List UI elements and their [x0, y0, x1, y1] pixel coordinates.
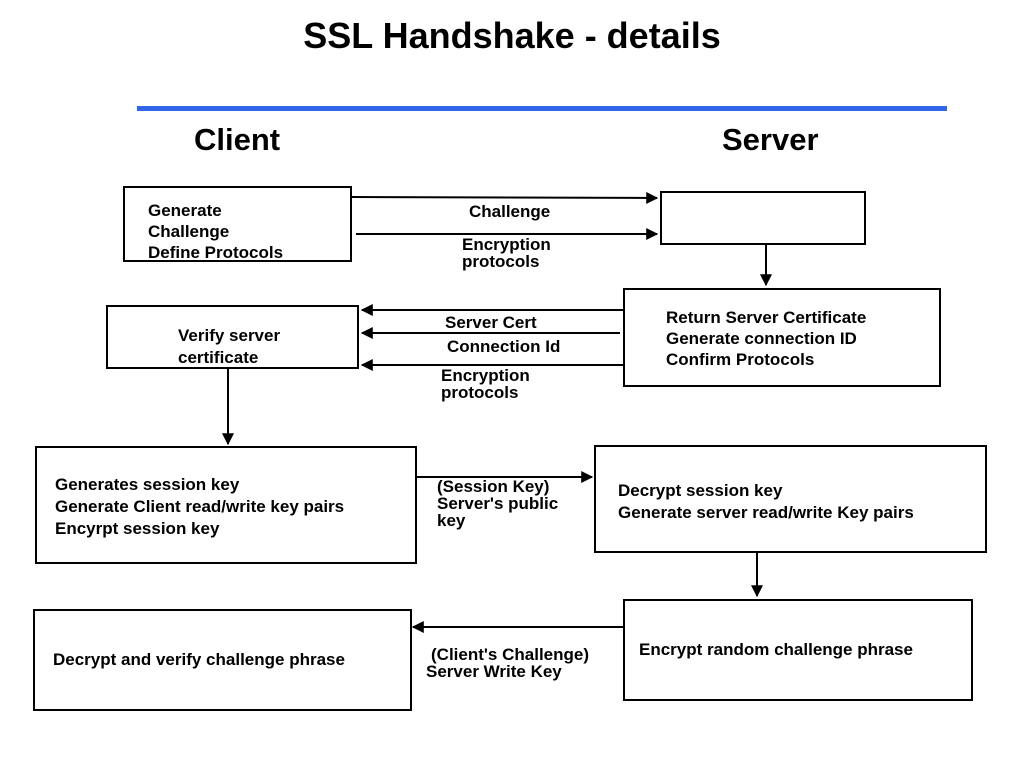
- server-receive-box: [660, 191, 866, 245]
- servers-public-label: Server's public: [437, 494, 559, 513]
- client-verify-box: Verify server certificate: [106, 305, 359, 369]
- box-text-line: Generate Client read/write key pairs: [55, 497, 345, 516]
- server-decrypt-box: Decrypt session key Generate server read…: [594, 445, 987, 553]
- box-text-line: Generates session key: [55, 475, 240, 494]
- client-session-box: Generates session key Generate Client re…: [35, 446, 417, 564]
- server-column-heading: Server: [722, 122, 819, 157]
- encryption-label: Encryption: [462, 235, 551, 254]
- server-return-box: Return Server Certificate Generate conne…: [623, 288, 941, 387]
- server-write-key-label: Server Write Key: [426, 662, 562, 681]
- server-encrypt-box: Encrypt random challenge phrase: [623, 599, 973, 701]
- box-text-line: Decrypt and verify challenge phrase: [53, 650, 345, 669]
- box-text-line: Decrypt session key: [618, 481, 783, 500]
- connection-id-label: Connection Id: [447, 337, 561, 356]
- challenge-label: Challenge: [469, 202, 551, 221]
- session-key-label: (Session Key): [437, 477, 550, 496]
- title-divider: [137, 106, 947, 111]
- box-text-line: Encyrpt session key: [55, 519, 220, 538]
- box-text-line: Generate server read/write Key pairs: [618, 503, 914, 522]
- challenge-arrow: [351, 191, 659, 204]
- protocols-label: protocols: [462, 252, 540, 271]
- box-text-line: Confirm Protocols: [666, 350, 815, 369]
- server-cert-label: Server Cert: [445, 313, 537, 332]
- client-generate-box: Generate Challenge Define Protocols: [123, 186, 352, 262]
- box-text-line: Generate: [148, 201, 222, 220]
- client-decrypt-box: Decrypt and verify challenge phrase: [33, 609, 412, 711]
- box-text-line: Verify server: [178, 326, 281, 345]
- protocols-label: protocols: [441, 383, 519, 402]
- box-text-line: Define Protocols: [148, 243, 284, 262]
- box-text-line: Return Server Certificate: [666, 308, 867, 327]
- box-text-line: Encrypt random challenge phrase: [639, 640, 913, 659]
- box-text-line: certificate: [178, 348, 259, 367]
- box-text-line: Generate connection ID: [666, 329, 857, 348]
- box-text-line: Challenge: [148, 222, 230, 241]
- clients-challenge-label: (Client's Challenge): [431, 645, 590, 664]
- encryption-label: Encryption: [441, 366, 530, 385]
- key-label: key: [437, 511, 466, 530]
- client-column-heading: Client: [194, 122, 281, 157]
- page-title: SSL Handshake - details: [303, 15, 721, 56]
